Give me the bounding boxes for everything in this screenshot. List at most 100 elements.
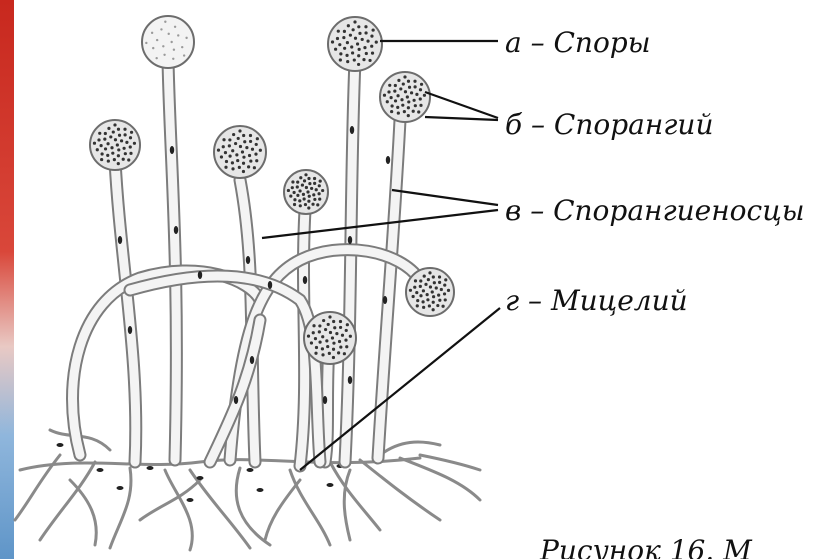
- spore-dot: [341, 334, 344, 337]
- spore-dot: [293, 198, 296, 201]
- spore-dot: [337, 351, 340, 354]
- spore-dot: [249, 140, 252, 143]
- spore-dot: [156, 39, 158, 41]
- spore-dot: [443, 292, 446, 295]
- spore-dot: [307, 200, 310, 203]
- spore-dot: [234, 142, 237, 145]
- spore-dot: [415, 93, 418, 96]
- spore-dot: [438, 299, 441, 302]
- spore-dot: [173, 48, 175, 50]
- spore-dot: [222, 138, 225, 141]
- spore-dot: [437, 294, 440, 297]
- spore-dot: [388, 84, 391, 87]
- spore-dot: [127, 158, 130, 161]
- sporangium: [214, 126, 266, 178]
- spore-dot: [346, 323, 349, 326]
- spore-dot: [239, 145, 242, 148]
- spore-dot: [307, 335, 310, 338]
- spore-dot: [339, 326, 342, 329]
- spore-dot: [259, 149, 262, 152]
- spore-dot: [287, 189, 290, 192]
- spore-dot: [241, 150, 244, 153]
- spore-dot: [412, 295, 415, 298]
- spore-dot: [343, 30, 346, 33]
- spore-dot: [302, 193, 305, 196]
- mycelium-hypha: [110, 468, 131, 548]
- nucleus-dot: [234, 396, 238, 404]
- spore-dot: [299, 204, 302, 207]
- spore-dot: [410, 91, 413, 94]
- spore-dot: [307, 177, 310, 180]
- spore-dot: [315, 346, 318, 349]
- spore-dot: [107, 159, 110, 162]
- spore-dot: [103, 138, 106, 141]
- spore-dot: [303, 179, 306, 182]
- spore-dot: [404, 90, 407, 93]
- spore-dot: [313, 198, 316, 201]
- spore-dot: [117, 148, 120, 151]
- spore-dot: [318, 341, 321, 344]
- spore-dot: [386, 100, 389, 103]
- label-mycelium: г – Мицелий: [505, 284, 688, 317]
- spore-dot: [228, 138, 231, 141]
- sporangiophore-body: [115, 160, 136, 462]
- mycelium-hypha: [420, 455, 480, 470]
- spore-dot: [447, 289, 450, 292]
- spore-dot: [289, 194, 292, 197]
- spore-dot: [97, 138, 100, 141]
- spore-dot: [155, 57, 157, 59]
- spore-dot: [181, 46, 183, 48]
- spore-dot: [419, 97, 422, 100]
- nucleus-dot: [250, 356, 254, 364]
- leader-line-sporangium-1: [425, 92, 498, 118]
- spore-dot: [441, 305, 444, 308]
- spore-dot: [349, 335, 352, 338]
- sporangium: [284, 170, 328, 214]
- spore-dot: [407, 106, 410, 109]
- spore-dot: [358, 48, 361, 51]
- spore-dot: [339, 320, 342, 323]
- label-spores: а – Споры: [505, 26, 651, 59]
- spore-dot: [303, 197, 306, 200]
- spore-dot: [361, 38, 364, 41]
- nucleus-dot: [257, 488, 264, 492]
- spore-dot: [152, 47, 154, 49]
- spore-dot: [249, 134, 252, 137]
- spore-dot: [238, 129, 241, 132]
- spore-dot: [123, 133, 126, 136]
- spore-dot: [333, 326, 336, 329]
- spore-dot: [416, 304, 419, 307]
- spore-dot: [245, 146, 248, 149]
- spore-dot: [413, 85, 416, 88]
- spore-dot: [416, 299, 419, 302]
- mycelium-hypha: [265, 480, 300, 540]
- nucleus-dot: [246, 256, 250, 264]
- nucleus-dot: [118, 236, 122, 244]
- spore-dot: [104, 132, 107, 135]
- spore-dot: [224, 166, 227, 169]
- spore-dot: [368, 59, 371, 62]
- figure-caption: Рисунок 16. М: [539, 534, 753, 559]
- spore-dot: [117, 162, 120, 165]
- spore-dot: [370, 34, 373, 37]
- spore-dot: [438, 281, 441, 284]
- leader-line-sporangiophore-1: [392, 190, 498, 205]
- spore-dot: [125, 141, 128, 144]
- spore-dot: [242, 134, 245, 137]
- spore-dot: [444, 278, 447, 281]
- spore-dot: [444, 298, 447, 301]
- spore-dot: [291, 180, 294, 183]
- spore-dot: [100, 158, 103, 161]
- spore-dot: [443, 284, 446, 287]
- spore-dot: [429, 285, 432, 288]
- spore-dot: [371, 52, 374, 55]
- spore-dot: [177, 34, 179, 36]
- spore-dot: [313, 177, 316, 180]
- spore-dot: [318, 184, 321, 187]
- spore-dot: [251, 148, 254, 151]
- spore-dot: [310, 187, 313, 190]
- spore-dot: [350, 45, 353, 48]
- nucleus-dot: [327, 483, 334, 487]
- label-sporangium: б – Спорангий: [505, 108, 713, 141]
- spore-dot: [339, 58, 342, 61]
